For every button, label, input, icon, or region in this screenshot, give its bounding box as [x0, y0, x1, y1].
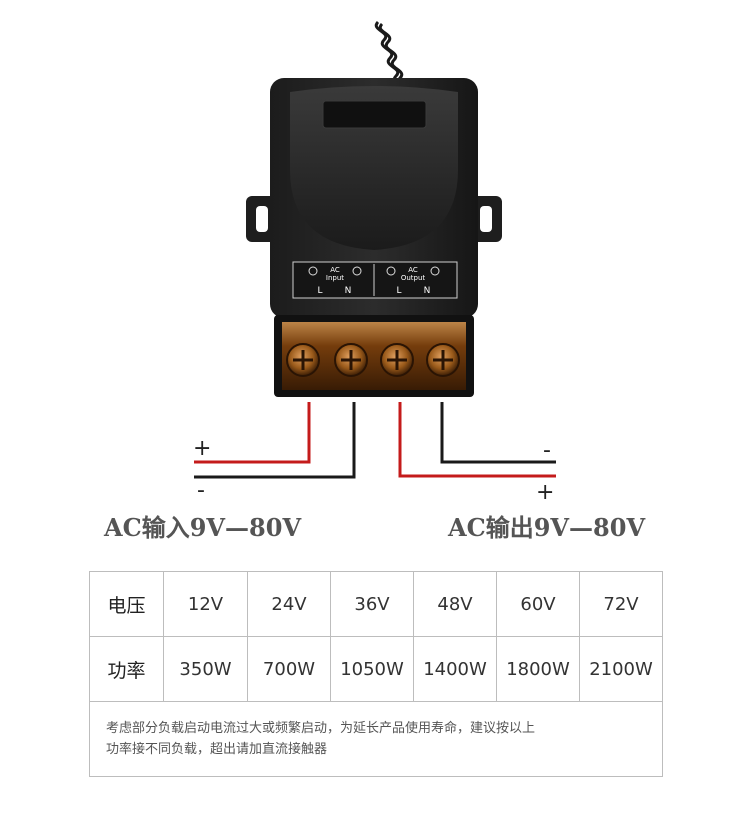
power-cell: 2100W	[579, 636, 663, 702]
output-label-line2: Output	[401, 274, 426, 282]
voltage-cell: 24V	[247, 571, 331, 637]
power-cell: 1400W	[413, 636, 497, 702]
terminal-label-strip: AC Input L N AC Output L N	[292, 261, 458, 299]
power-header: 功率	[89, 636, 164, 702]
voltage-row: 电压 12V 24V 36V 48V 60V 72V	[89, 571, 663, 637]
right-plus-label: +	[536, 480, 555, 505]
input-black-wire	[194, 402, 356, 479]
voltage-cell: 72V	[579, 571, 663, 637]
input-red-wire	[194, 402, 311, 464]
ac-output-label: AC输出9V—80V	[448, 513, 646, 542]
terminal-screws	[286, 343, 460, 377]
note-line-1: 考虑部分负载启动电流过大或频繁启动，为延长产品使用寿命，建议按以上	[106, 721, 536, 736]
wiring-lines	[194, 402, 556, 479]
voltage-cell: 60V	[496, 571, 580, 637]
ac-input-label: AC输入9V—80V	[104, 513, 302, 542]
left-plus-label: +	[193, 436, 212, 461]
power-row: 功率 350W 700W 1050W 1400W 1800W 2100W	[89, 636, 663, 702]
output-red-wire	[398, 402, 556, 478]
input-n-label: N	[345, 286, 352, 296]
output-l-label: L	[396, 286, 401, 296]
voltage-cell: 48V	[413, 571, 497, 637]
right-minus-label: -	[543, 438, 551, 463]
power-cell: 1800W	[496, 636, 580, 702]
load-note: 考虑部分负载启动电流过大或频繁启动，为延长产品使用寿命，建议按以上 功率接不同负…	[89, 701, 663, 777]
left-minus-label: -	[197, 478, 205, 503]
note-line-2: 功率接不同负载，超出请加直流接触器	[106, 742, 328, 757]
relay-module-illustration: AC Input L N AC Output L N	[194, 20, 556, 479]
voltage-header: 电压	[89, 571, 164, 637]
input-label-line2: Input	[326, 274, 344, 282]
power-cell: 700W	[247, 636, 331, 702]
power-cell: 350W	[163, 636, 248, 702]
input-label-line1: AC	[330, 266, 340, 274]
spec-table: 电压 12V 24V 36V 48V 60V 72V 功率 350W 700W …	[89, 571, 663, 777]
output-n-label: N	[424, 286, 431, 296]
input-l-label: L	[317, 286, 322, 296]
voltage-cell: 12V	[163, 571, 248, 637]
output-label-line1: AC	[408, 266, 418, 274]
indicator-window	[322, 100, 427, 129]
note-row: 考虑部分负载启动电流过大或频繁启动，为延长产品使用寿命，建议按以上 功率接不同负…	[89, 701, 663, 777]
output-black-wire	[440, 402, 556, 464]
voltage-cell: 36V	[330, 571, 414, 637]
power-cell: 1050W	[330, 636, 414, 702]
